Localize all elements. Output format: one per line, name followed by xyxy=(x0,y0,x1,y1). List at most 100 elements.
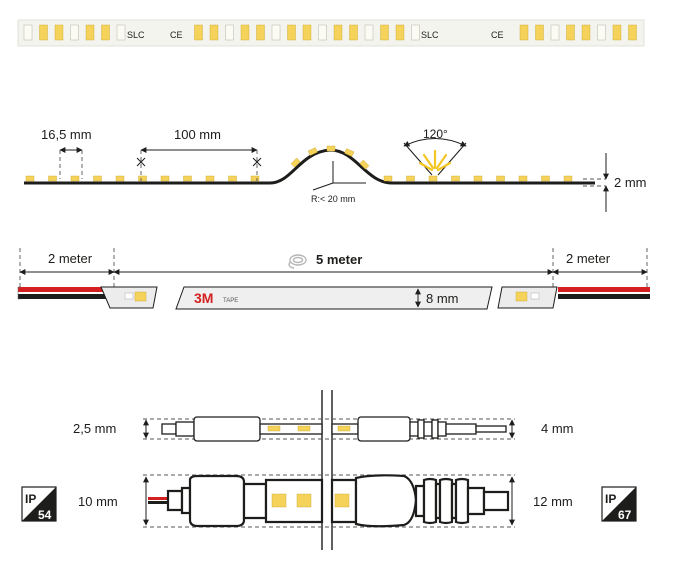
top-strip-led xyxy=(380,24,389,41)
top-strip-led xyxy=(54,24,64,41)
bend-led xyxy=(290,157,301,168)
top-strip-led xyxy=(256,24,265,41)
bend-led xyxy=(496,175,505,182)
cut-length-label: 100 mm xyxy=(174,127,221,142)
bend-led xyxy=(541,175,550,182)
profiles-diagram: 2,5 mm 4 mm 10 mm 12 mm xyxy=(73,390,574,550)
top-strip-led xyxy=(597,24,606,41)
small-profile-right-label: 4 mm xyxy=(541,421,574,436)
strip-ce-mark-1: CE xyxy=(170,30,183,40)
large-profile-left-label: 10 mm xyxy=(78,494,118,509)
top-strip-led xyxy=(581,24,591,41)
bend-led xyxy=(115,175,125,182)
bend-led xyxy=(25,175,35,182)
bend-led xyxy=(48,175,57,182)
large-profile-led-1 xyxy=(271,493,287,508)
small-profile-led-3 xyxy=(337,425,351,432)
strip-profile-line xyxy=(24,148,595,185)
top-strip-led xyxy=(240,24,250,41)
large-profile-right-label: 12 mm xyxy=(533,494,573,509)
bend-led xyxy=(359,159,370,170)
top-strip-led xyxy=(116,24,126,41)
top-strip-led xyxy=(612,24,622,41)
top-strip-led xyxy=(287,24,296,41)
bend-led xyxy=(307,147,318,156)
led-chip-right xyxy=(515,291,528,302)
bend-led xyxy=(205,175,215,182)
wire-lead-left xyxy=(17,286,118,300)
bend-led xyxy=(138,175,147,182)
strip-end-cap-right xyxy=(497,286,558,309)
beam-angle-label: 120° xyxy=(423,127,448,141)
top-strip-led xyxy=(318,24,327,41)
strip-ce-mark-2: CE xyxy=(491,30,504,40)
strip-brand-mark-2: SLC xyxy=(421,30,439,40)
small-profile-left-label: 2,5 mm xyxy=(73,421,116,436)
brand-logo: 3M xyxy=(194,290,213,306)
ip54-prefix: IP xyxy=(25,492,36,506)
thickness-label: 2 mm xyxy=(614,175,647,190)
top-strip-led xyxy=(101,24,110,41)
lead-left-label: 2 meter xyxy=(48,251,93,266)
light-burst-icon xyxy=(418,149,452,172)
top-strip-led xyxy=(225,24,234,41)
top-strip-led xyxy=(271,24,281,41)
top-strip-led xyxy=(194,24,203,41)
coil-icon xyxy=(288,254,307,269)
bend-led xyxy=(183,175,192,182)
cut-mark-icon-right xyxy=(252,157,262,167)
small-profile-led-1 xyxy=(267,425,281,432)
large-profile-led-2 xyxy=(296,493,312,508)
bend-led xyxy=(451,175,460,182)
top-strip-led xyxy=(550,24,560,41)
top-strip-led xyxy=(628,24,637,41)
bend-led xyxy=(228,175,237,182)
ip67-rating: 67 xyxy=(618,508,632,522)
bend-led xyxy=(250,175,260,182)
top-strip-led xyxy=(364,24,374,41)
top-strip-led xyxy=(395,24,405,41)
strip-length-label: 5 meter xyxy=(316,252,362,267)
top-strip-led xyxy=(209,24,219,41)
top-strip-led xyxy=(39,24,48,41)
top-strip-led xyxy=(23,24,33,41)
top-strip-led xyxy=(535,24,544,41)
length-diagram: 2 meter 2 meter 5 meter 3M TAPE 8 mm xyxy=(17,248,650,310)
ip67-prefix: IP xyxy=(605,492,616,506)
tape-width-label: 8 mm xyxy=(426,291,459,306)
large-profile-wires xyxy=(148,497,170,504)
large-profile-led-3 xyxy=(334,493,350,508)
bend-led xyxy=(93,175,102,182)
top-strip-led xyxy=(70,24,79,41)
top-strip-led xyxy=(333,24,343,41)
top-strip-led xyxy=(302,24,312,41)
strip-brand-mark-1: SLC xyxy=(127,30,145,40)
led-strip-photo: SLC CE SLC CE xyxy=(17,19,645,47)
bend-led xyxy=(406,175,415,182)
bend-led xyxy=(70,175,80,182)
bend-led xyxy=(160,175,170,182)
bend-led xyxy=(326,145,336,152)
top-strip-led xyxy=(566,24,575,41)
bend-led xyxy=(563,175,573,182)
bend-led xyxy=(428,175,438,182)
ip54-badge: IP 54 xyxy=(21,486,57,522)
bend-led xyxy=(518,175,528,182)
wire-lead-right xyxy=(558,287,650,299)
pitch-label: 16,5 mm xyxy=(41,127,92,142)
adhesive-tape xyxy=(175,286,493,310)
brand-logo-suffix: TAPE xyxy=(223,298,238,304)
bend-led xyxy=(383,175,393,182)
cut-mark-icon-left xyxy=(136,157,146,167)
top-strip-led xyxy=(85,24,95,41)
large-profile xyxy=(166,474,510,528)
ip67-badge: IP 67 xyxy=(601,486,637,522)
small-profile-led-2 xyxy=(297,425,311,432)
led-chip-left xyxy=(134,291,147,302)
top-strip-led xyxy=(411,24,420,41)
ip54-rating: 54 xyxy=(38,508,52,522)
radius-label: R:< 20 mm xyxy=(311,194,355,204)
lead-right-label: 2 meter xyxy=(566,251,611,266)
bend-led xyxy=(344,148,355,157)
